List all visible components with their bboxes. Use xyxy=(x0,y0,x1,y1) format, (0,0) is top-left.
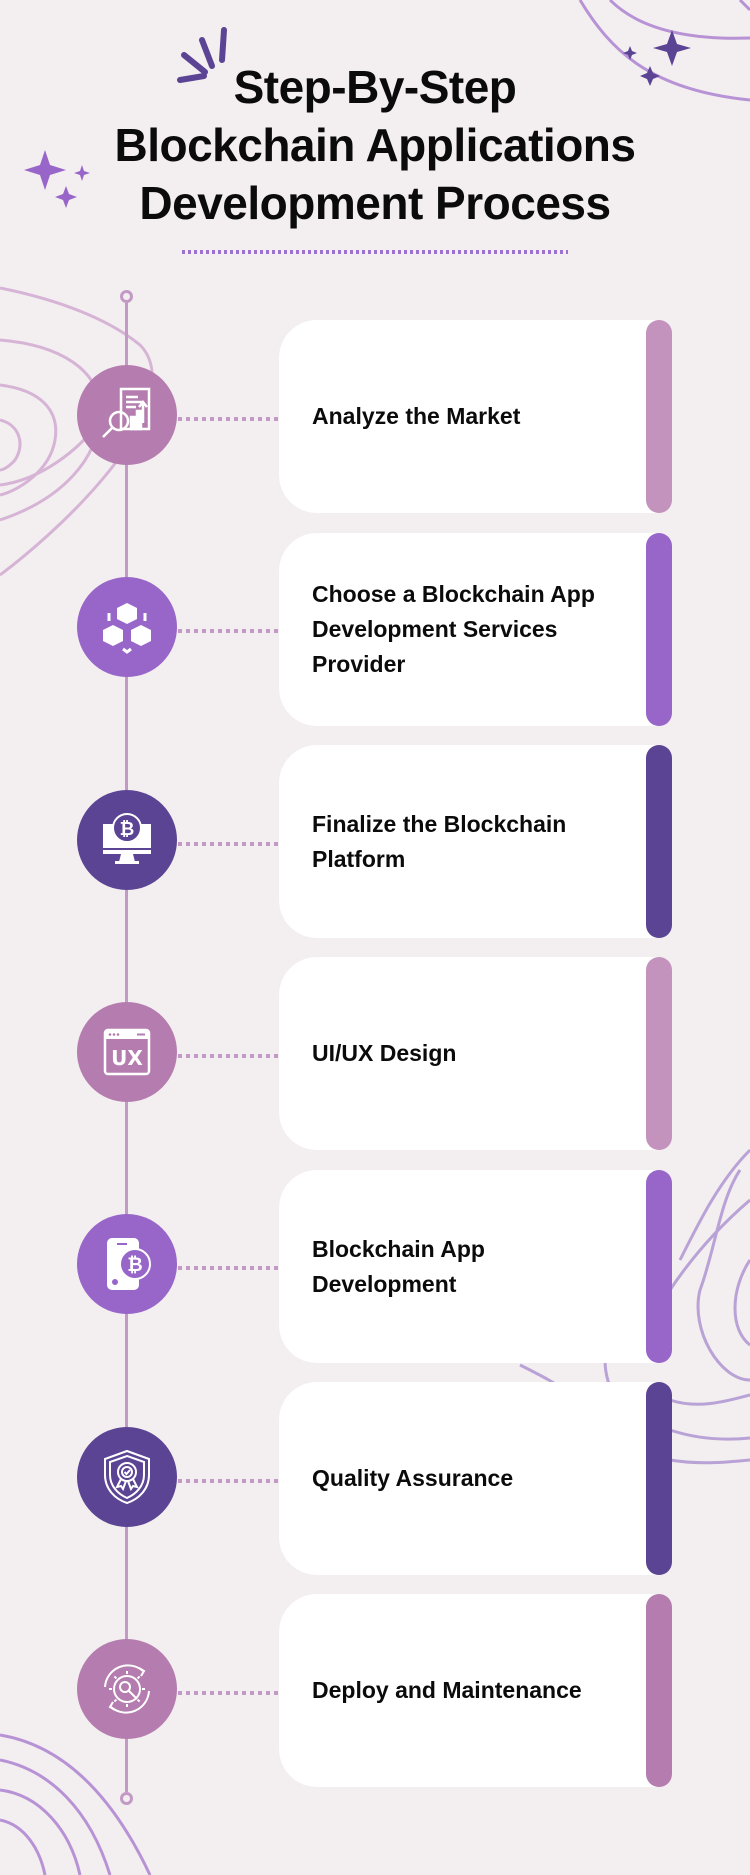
title-line-3: Development Process xyxy=(139,177,611,229)
step-4-label: UI/UX Design xyxy=(312,1040,457,1066)
bitcoin-monitor-icon: ₿ xyxy=(103,813,151,864)
step-3-circle: ₿ xyxy=(77,790,177,890)
step-2-accent-bar xyxy=(646,533,672,726)
svg-text:UX: UX xyxy=(111,1046,143,1070)
step-5-card: Blockchain App Development xyxy=(279,1170,659,1363)
step-7-accent-bar xyxy=(646,1594,672,1787)
step-7-circle xyxy=(77,1639,177,1739)
step-6-accent-bar xyxy=(646,1382,672,1575)
step-6-card: Quality Assurance xyxy=(279,1382,659,1575)
svg-text:₿: ₿ xyxy=(127,1254,142,1276)
step-1-card: Analyze the Market xyxy=(279,320,659,513)
step-1-circle xyxy=(77,365,177,465)
step-7-card: Deploy and Maintenance xyxy=(279,1594,659,1787)
ux-window-icon: UX xyxy=(103,1028,151,1076)
step-5-label: Blockchain App Development xyxy=(312,1235,485,1297)
step-3-card: Finalize the Blockchain Platform xyxy=(279,745,659,938)
page-title: Step-By-Step Blockchain Applications Dev… xyxy=(0,58,750,232)
quality-shield-icon xyxy=(104,1449,150,1505)
step-2-connector xyxy=(178,629,278,633)
step-3-connector xyxy=(178,842,278,846)
gear-wrench-cycle-icon xyxy=(104,1664,150,1714)
step-6-label: Quality Assurance xyxy=(312,1465,514,1491)
blocks-network-icon xyxy=(103,603,151,654)
title-dotted-divider xyxy=(182,250,568,254)
step-7-connector xyxy=(178,1691,278,1695)
step-6-circle xyxy=(77,1427,177,1527)
step-5-accent-bar xyxy=(646,1170,672,1363)
step-4-circle: UX xyxy=(77,1002,177,1102)
step-3-accent-bar xyxy=(646,745,672,938)
step-2-card: Choose a Blockchain App Development Serv… xyxy=(279,533,659,726)
bitcoin-phone-icon: ₿ xyxy=(107,1238,151,1290)
step-6-connector xyxy=(178,1479,278,1483)
step-4-accent-bar xyxy=(646,957,672,1150)
step-3-label: Finalize the Blockchain Platform xyxy=(312,810,567,872)
title-line-2: Blockchain Applications xyxy=(114,119,636,171)
market-analysis-icon xyxy=(102,387,151,438)
title-line-1: Step-By-Step xyxy=(233,61,517,113)
step-4-connector xyxy=(178,1054,278,1058)
timeline-start-node xyxy=(120,290,133,303)
step-5-connector xyxy=(178,1266,278,1270)
step-1-connector xyxy=(178,417,278,421)
step-2-circle xyxy=(77,577,177,677)
step-2-label: Choose a Blockchain App Development Serv… xyxy=(312,581,595,677)
timeline-end-node xyxy=(120,1792,133,1805)
step-7-label: Deploy and Maintenance xyxy=(312,1677,582,1703)
svg-text:₿: ₿ xyxy=(120,819,135,840)
step-5-circle: ₿ xyxy=(77,1214,177,1314)
step-4-card: UI/UX Design xyxy=(279,957,659,1150)
step-1-accent-bar xyxy=(646,320,672,513)
step-1-label: Analyze the Market xyxy=(312,403,521,429)
